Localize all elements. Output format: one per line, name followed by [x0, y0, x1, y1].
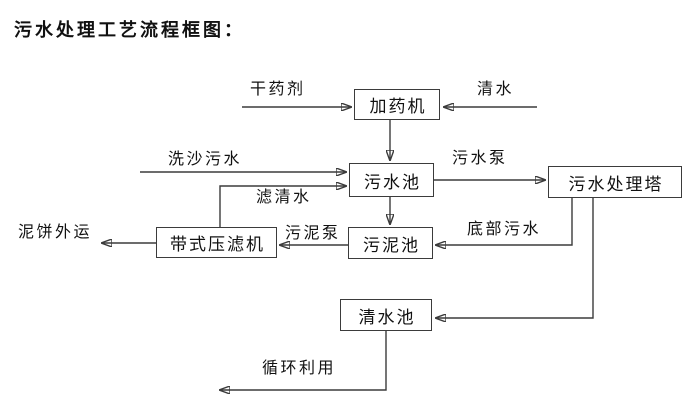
edge-tower-to-clean-water-pool-arrow	[436, 198, 594, 318]
node-clean-water-pool: 清水池	[340, 299, 432, 331]
edge-recycle-arrow	[220, 331, 387, 390]
edge-label-wastewater-pump: 污水泵	[452, 150, 508, 167]
edge-label-bottom-wastewater: 底部污水	[467, 221, 542, 238]
edge-bottom-wastewater-arrow	[436, 198, 573, 245]
node-belt-filter-press: 带式压滤机	[156, 227, 277, 258]
edge-label-sand-washing-wastewater: 洗沙污水	[168, 151, 243, 168]
node-dosing-machine: 加药机	[354, 89, 440, 120]
edge-label-sludge-pump: 污泥泵	[285, 225, 341, 242]
node-wastewater-pool: 污水池	[349, 163, 434, 197]
edge-filtered-water-arrow	[219, 186, 346, 227]
node-treatment-tower: 污水处理塔	[548, 166, 682, 198]
edge-label-filtered-water: 滤清水	[256, 189, 312, 206]
node-sludge-pool: 污泥池	[348, 227, 433, 259]
edge-label-recycle-use: 循环利用	[262, 360, 337, 377]
edge-label-clean-water: 清水	[477, 81, 515, 98]
edge-label-mud-cake-outbound: 泥饼外运	[18, 224, 93, 241]
page-title: 污水处理工艺流程框图：	[14, 20, 245, 40]
edge-label-dry-agent: 干药剂	[250, 81, 306, 98]
